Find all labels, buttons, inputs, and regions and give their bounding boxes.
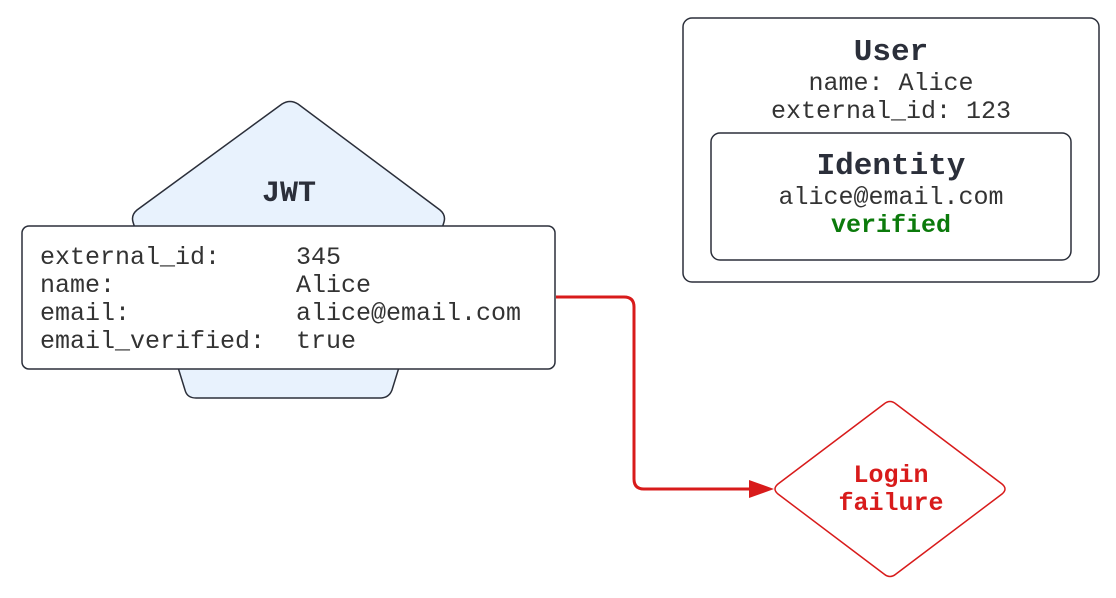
- arrow-head-icon: [749, 480, 774, 498]
- jwt-field-value: 345: [296, 243, 342, 272]
- jwt-title: JWT: [261, 177, 316, 211]
- jwt-fields-box: [21, 225, 556, 370]
- user-box: User name: Alice external_id: 123: [683, 36, 1099, 126]
- user-name: name: Alice: [808, 69, 974, 98]
- jwt-field-value: Alice: [296, 271, 372, 300]
- jwt-field-value: true: [296, 327, 357, 356]
- jwt-field-row: name: Alice: [40, 272, 521, 300]
- jwt-field-row: email: alice@email.com: [40, 300, 521, 328]
- user-external-id: external_id: 123: [770, 97, 1012, 126]
- jwt-field-row: email_verified: true: [40, 328, 521, 356]
- jwt-field-key: email_verified:: [40, 327, 266, 356]
- jwt-field-key: name:: [40, 271, 116, 300]
- identity-status-badge: verified: [830, 211, 952, 240]
- identity-box: Identity alice@email.com verified: [711, 150, 1071, 240]
- jwt-field-key: external_id:: [40, 243, 221, 272]
- login-failure-line-2: failure: [838, 489, 944, 518]
- identity-email: alice@email.com: [778, 183, 1004, 212]
- jwt-field-value: alice@email.com: [296, 299, 522, 328]
- failure-connector: [556, 295, 752, 491]
- login-failure-diamond: [774, 400, 1006, 578]
- login-failure-line-1: Login: [853, 461, 929, 490]
- jwt-field-row: external_id: 345: [40, 244, 521, 272]
- jwt-fields-table: external_id: 345 name: Alice email: alic…: [40, 244, 521, 356]
- identity-box-frame: [710, 132, 1072, 261]
- login-failure-label: Login failure: [775, 462, 1007, 518]
- user-title: User: [853, 35, 929, 70]
- jwt-field-key: email:: [40, 299, 131, 328]
- identity-title: Identity: [816, 149, 966, 184]
